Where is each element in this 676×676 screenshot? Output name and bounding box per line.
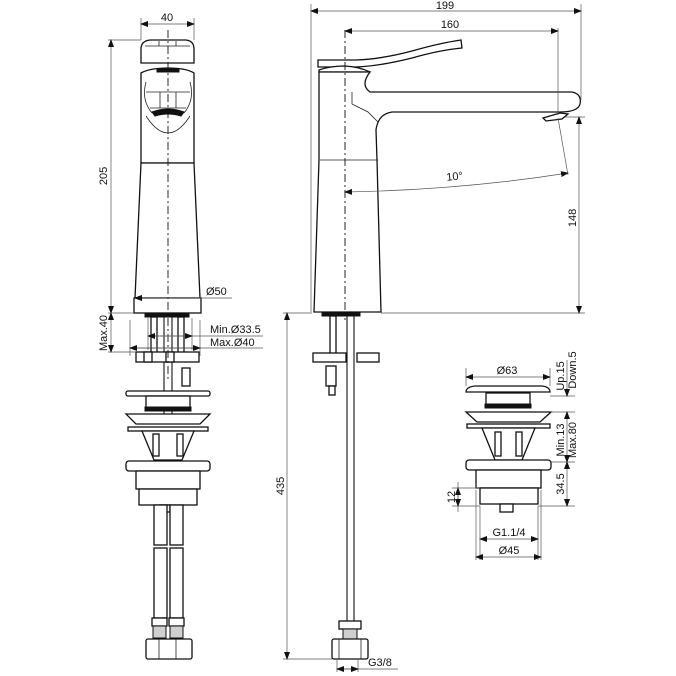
dim-body-diameter: Ø45: [475, 490, 542, 560]
dim-min13-label: Min.13: [555, 423, 567, 456]
dim-dia50-label: Ø50: [206, 286, 227, 298]
dim-min-hole-label: Min.Ø33.5: [210, 324, 261, 336]
dim-hole-diameter: Min.Ø33.5 Max.Ø40: [129, 318, 263, 356]
dim-max40-label: Max.40: [98, 315, 110, 351]
dim-205-label: 205: [98, 167, 110, 185]
dim-148-label: 148: [567, 209, 579, 227]
dim-overall-length: 199: [310, 0, 582, 312]
dim-199-label: 199: [436, 0, 454, 12]
dim-front-height: 205: [98, 39, 141, 314]
dim-dia63-label: Ø63: [497, 365, 518, 377]
dim-hose-length: 435: [275, 312, 332, 660]
front-view: 40 205 Max.40 Ø50 Min.Ø33.5: [98, 12, 263, 660]
dim-max-thickness: Max.40: [98, 312, 136, 353]
dim-thread: G1.1/4: [479, 506, 539, 560]
dim-160-label: 160: [441, 19, 459, 31]
pop-up-waste-detail: Ø63 Up.15 Down.5 Min.13 Max.80 34.5 12: [446, 351, 579, 560]
side-view: 199 160 10° 148 435 G3: [275, 0, 585, 672]
dim-12-label: 12: [446, 491, 458, 503]
dim-dia45-label: Ø45: [499, 545, 520, 557]
dim-34-5-label: 34.5: [555, 473, 567, 494]
dim-g38-label: G3/8: [368, 657, 392, 669]
dim-hose-thread: G3/8: [336, 657, 398, 672]
dim-max80-label: Max.80: [567, 422, 579, 458]
dim-40-label: 40: [161, 12, 173, 24]
dim-thickness: Min.13 Max.80: [551, 411, 579, 463]
dim-g114-label: G1.1/4: [492, 527, 525, 539]
dim-435-label: 435: [275, 477, 287, 495]
dim-up15-label: Up.15: [555, 361, 567, 390]
dim-body-height: 34.5: [538, 461, 575, 507]
dim-spout-angle: 10°: [344, 117, 569, 195]
dim-max-hole-label: Max.Ø40: [210, 337, 255, 349]
dim-spout-height: 148: [381, 116, 585, 314]
dim-front-width: 40: [140, 12, 195, 40]
dim-base-diameter: Ø50: [134, 286, 232, 301]
dim-down5-label: Down.5: [567, 351, 579, 388]
dim-10deg-label: 10°: [446, 170, 464, 184]
dim-stroke: Up.15 Down.5: [550, 351, 579, 397]
dim-thread-length: 12: [446, 482, 480, 512]
dim-cap-diameter: Ø63: [465, 365, 551, 386]
dim-spout-reach: 160: [344, 19, 559, 115]
